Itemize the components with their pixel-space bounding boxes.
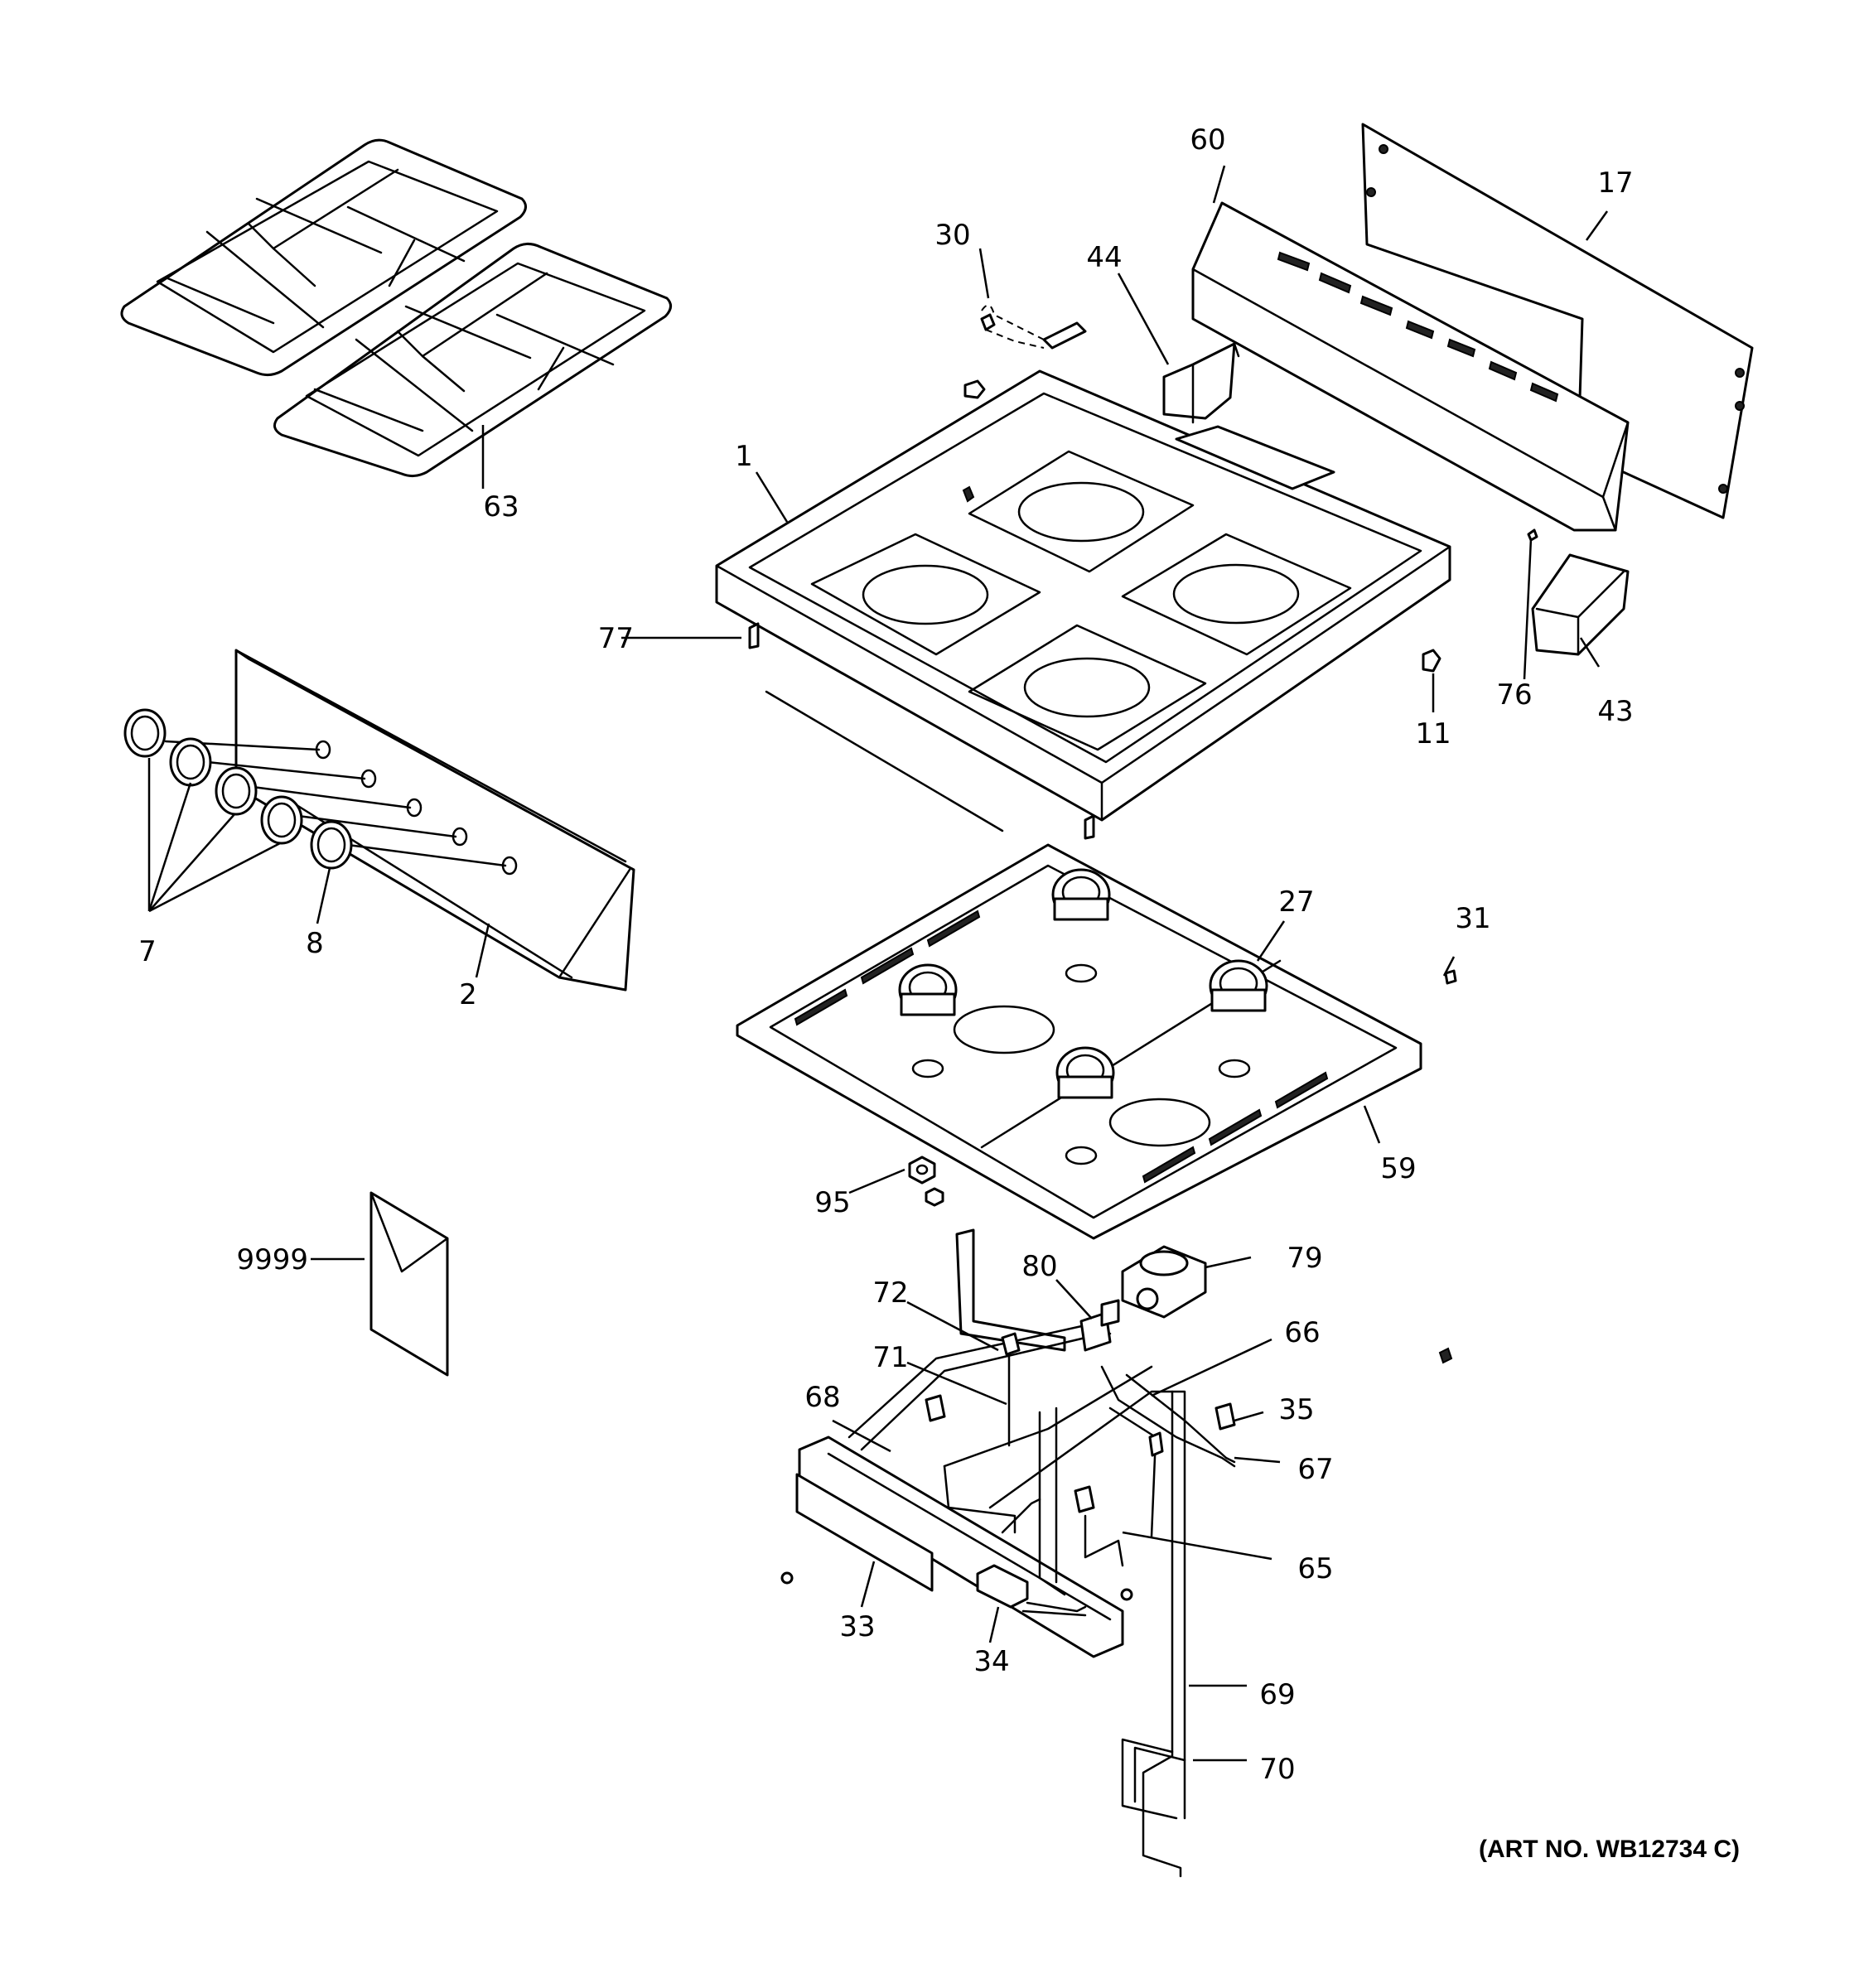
callout-77: 77: [598, 622, 634, 655]
callout-65: 65: [1297, 1552, 1333, 1585]
callout-7: 7: [138, 935, 157, 968]
callout-1: 1: [735, 440, 753, 473]
art-number: (ART NO. WB12734 C): [1479, 1836, 1740, 1863]
callout-72: 72: [872, 1276, 908, 1310]
callout-8: 8: [306, 927, 324, 960]
burner-box-base-pan: [736, 843, 1422, 1240]
small-hardware: [748, 304, 1538, 985]
callout-76: 76: [1496, 678, 1532, 712]
literature-envelope-9999: [369, 1191, 449, 1377]
callout-80: 80: [1021, 1250, 1057, 1283]
control-knob: [169, 737, 212, 787]
surface-burner: [1055, 1046, 1115, 1099]
surface-burner: [898, 963, 958, 1016]
callout-11: 11: [1415, 717, 1451, 750]
burner-grates: [120, 138, 672, 478]
callout-79: 79: [1287, 1242, 1322, 1275]
callout-60: 60: [1190, 123, 1225, 157]
callout-69: 69: [1259, 1678, 1295, 1711]
callout-66: 66: [1284, 1316, 1320, 1349]
control-knob: [260, 795, 303, 845]
bracket-44: [1162, 342, 1240, 424]
callout-31: 31: [1455, 902, 1490, 935]
callout-34: 34: [973, 1645, 1009, 1678]
leader-lines: [147, 165, 1609, 1762]
callout-63: 63: [483, 490, 519, 524]
gas-manifold-and-valves: [780, 485, 1453, 1878]
control-knob: [123, 708, 167, 758]
callout-labels: 1 2 7 8 11 17 27 30 31 33 34 35 43 44 59…: [138, 123, 1633, 1786]
callout-71: 71: [872, 1341, 908, 1374]
control-knob: [310, 820, 353, 870]
callout-2: 2: [459, 978, 477, 1011]
hex-nut-95: [908, 1156, 944, 1207]
callout-68: 68: [804, 1381, 840, 1414]
side-end-cap-43: [1531, 553, 1630, 656]
callout-44: 44: [1086, 241, 1122, 274]
surface-burner: [1209, 959, 1268, 1012]
callout-30: 30: [934, 219, 970, 252]
callout-27: 27: [1278, 885, 1314, 919]
callout-9999: 9999: [236, 1243, 308, 1276]
callout-43: 43: [1597, 695, 1633, 728]
callout-95: 95: [814, 1186, 850, 1219]
backguard-and-back-panel: [1191, 123, 1754, 532]
callout-33: 33: [839, 1610, 875, 1643]
surface-burner: [1051, 868, 1111, 921]
callout-17: 17: [1597, 166, 1633, 200]
pressure-regulator-79: [1121, 1245, 1207, 1319]
callout-59: 59: [1380, 1152, 1416, 1185]
control-knob: [215, 766, 258, 816]
control-panel-and-knobs: [123, 649, 635, 992]
callout-67: 67: [1297, 1453, 1333, 1486]
callout-35: 35: [1278, 1393, 1314, 1426]
cooktop-main-top: [715, 369, 1451, 832]
callout-70: 70: [1259, 1753, 1295, 1786]
